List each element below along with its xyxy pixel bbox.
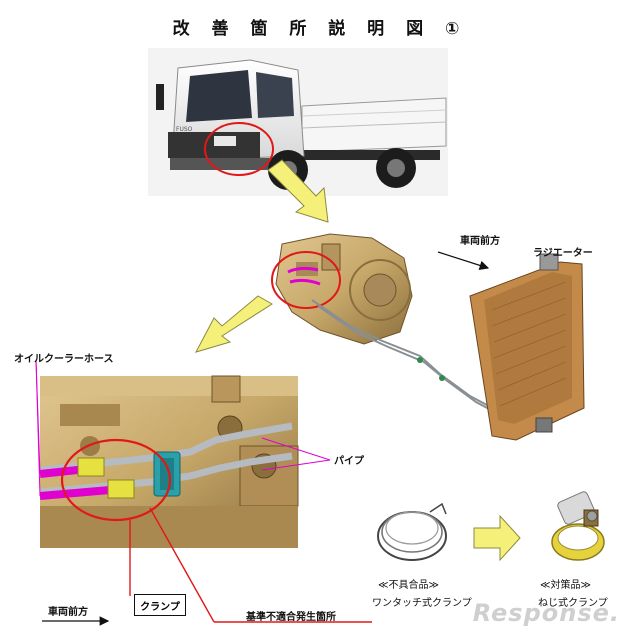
yellow-arrow-1 xyxy=(267,159,329,223)
nonconforming-location-label: 基準不適合発生箇所 xyxy=(246,612,336,623)
yellow-arrow-3 xyxy=(473,514,521,562)
detail-highlight-circle xyxy=(60,438,172,522)
radiator xyxy=(469,253,585,441)
gearbox-top xyxy=(271,233,413,345)
front-direction-label-bottom: 車両前方 xyxy=(48,607,88,618)
truck-highlight-circle xyxy=(204,122,274,176)
clamp-label: クランプ xyxy=(134,594,186,616)
gearbox-highlight-circle xyxy=(271,251,341,309)
defective-name: ワンタッチ式クランプ xyxy=(372,598,472,609)
zoomed-detail xyxy=(39,375,299,548)
fixed-caption: ≪対策品≫ xyxy=(540,580,591,591)
radiator-label: ラジエーター xyxy=(533,248,593,259)
fixed-name: ねじ式クランプ xyxy=(538,598,608,609)
red-leader-lines xyxy=(129,507,372,623)
label-leader-lines xyxy=(35,359,331,497)
defective-caption: ≪不具合品≫ xyxy=(378,580,439,591)
pipe-label: パイプ xyxy=(334,456,364,467)
yellow-arrow-2 xyxy=(195,295,273,353)
fixed-clamp-image xyxy=(551,491,605,561)
oil-cooler-hose-label: オイルクーラーホース xyxy=(14,354,114,365)
svg-text:FUSO: FUSO xyxy=(176,126,193,133)
page-title: 改 善 箇 所 説 明 図 ① xyxy=(172,19,468,39)
response-watermark: Response. xyxy=(472,599,620,627)
defective-clamp-image xyxy=(377,502,447,561)
front-direction-arrow-top xyxy=(437,251,490,271)
truck-photo: FUSO xyxy=(148,48,448,196)
front-direction-label-top: 車両前方 xyxy=(460,236,500,247)
